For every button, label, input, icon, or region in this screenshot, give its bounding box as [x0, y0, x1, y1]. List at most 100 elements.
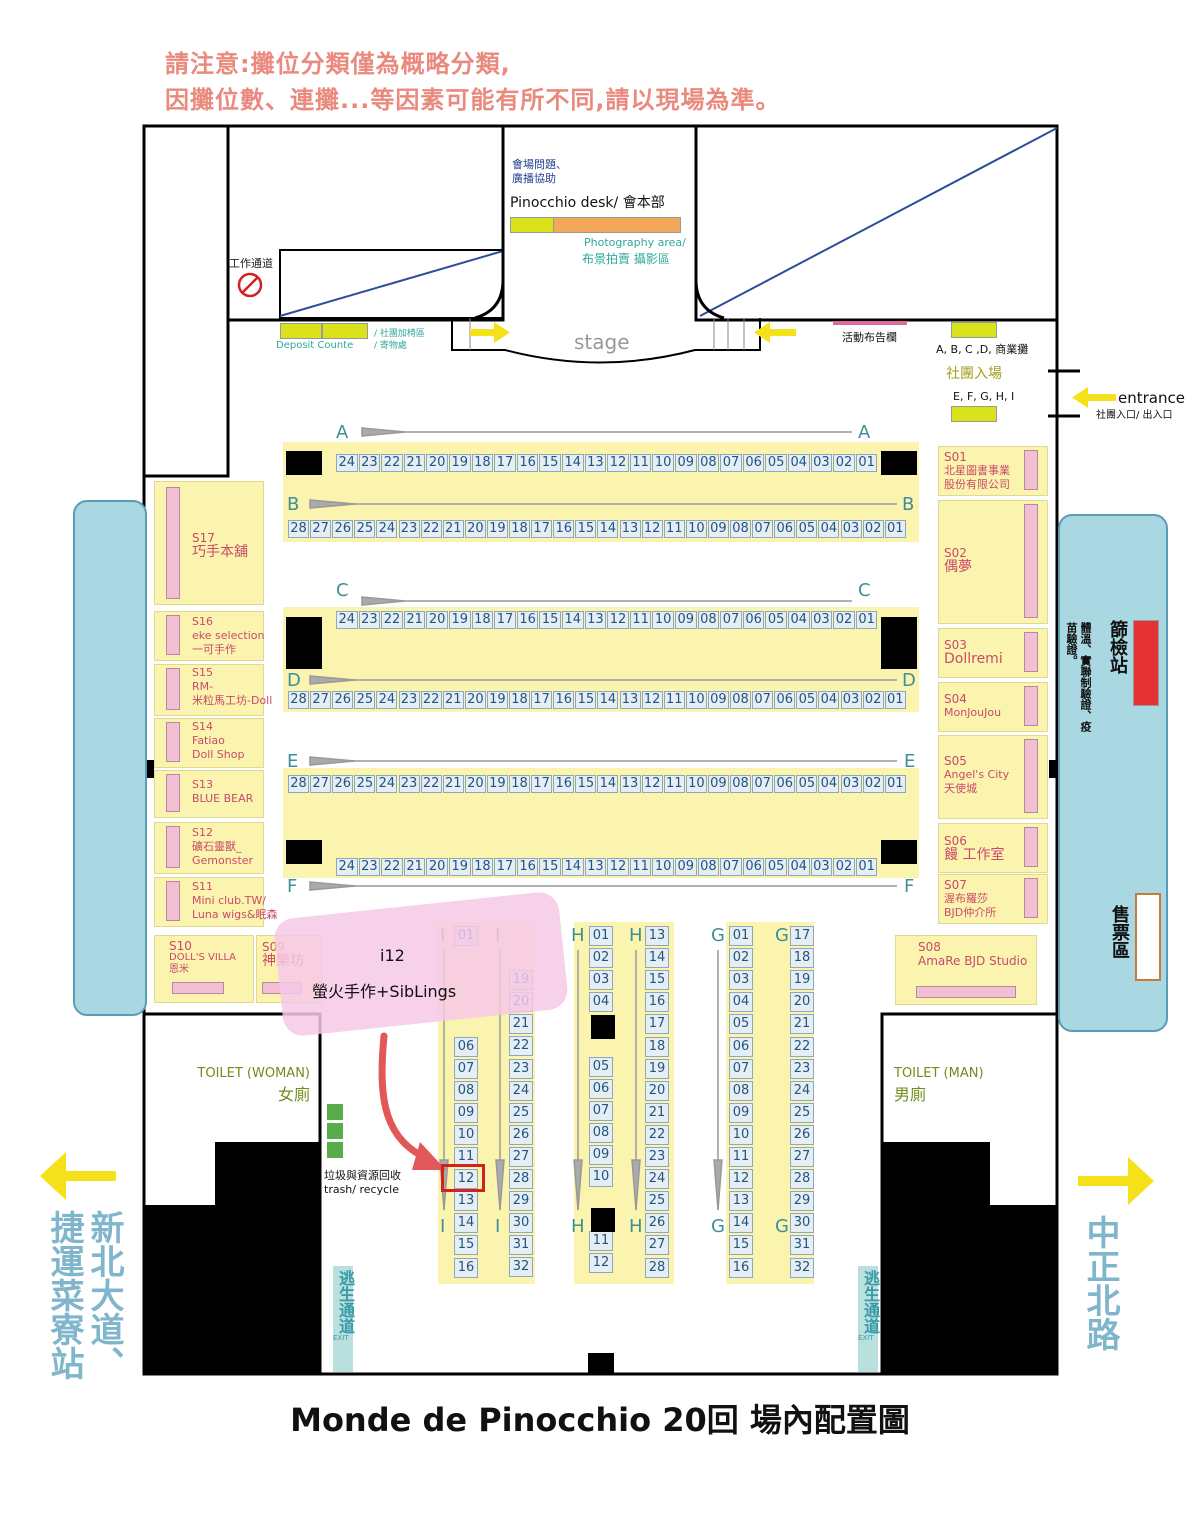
- booth-i16[interactable]: 16: [454, 1257, 478, 1278]
- booth-c17[interactable]: 17: [494, 611, 516, 629]
- booth-b20[interactable]: 20: [464, 520, 486, 538]
- booth-g13[interactable]: 13: [729, 1191, 753, 1212]
- booth-b15[interactable]: 15: [575, 520, 597, 538]
- booth-f04[interactable]: 04: [788, 858, 810, 876]
- booth-c13[interactable]: 13: [584, 611, 607, 629]
- booth-b07[interactable]: 07: [752, 520, 774, 538]
- booth-i06[interactable]: 06: [454, 1036, 478, 1057]
- booth-d20[interactable]: 20: [464, 691, 486, 709]
- booth-g15[interactable]: 15: [729, 1235, 753, 1256]
- booth-f01[interactable]: 01: [855, 858, 878, 876]
- booth-c16[interactable]: 16: [516, 611, 539, 629]
- booth-a18[interactable]: 18: [471, 454, 494, 472]
- booth-b14[interactable]: 14: [597, 520, 619, 538]
- booth-c06[interactable]: 06: [742, 611, 765, 629]
- booth-b09[interactable]: 09: [707, 520, 729, 538]
- booth-d10[interactable]: 10: [685, 691, 707, 709]
- booth-b24[interactable]: 24: [376, 520, 398, 538]
- booth-i29[interactable]: 29: [509, 1191, 533, 1212]
- booth-d28[interactable]: 28: [288, 691, 310, 709]
- booth-a05[interactable]: 05: [765, 454, 787, 472]
- booth-g06[interactable]: 06: [729, 1036, 753, 1057]
- booth-e27[interactable]: 27: [310, 775, 332, 793]
- booth-d27[interactable]: 27: [310, 691, 332, 709]
- booth-c23[interactable]: 23: [358, 611, 381, 629]
- booth-e28[interactable]: 28: [288, 775, 310, 793]
- booth-a21[interactable]: 21: [403, 454, 426, 472]
- booth-a01[interactable]: 01: [855, 454, 878, 472]
- booth-g11[interactable]: 11: [729, 1147, 753, 1168]
- booth-b19[interactable]: 19: [486, 520, 508, 538]
- booth-g12[interactable]: 12: [729, 1169, 753, 1190]
- booth-a19[interactable]: 19: [449, 454, 471, 472]
- booth-b02[interactable]: 02: [862, 520, 884, 538]
- booth-g30[interactable]: 30: [790, 1213, 814, 1234]
- booth-d05[interactable]: 05: [796, 691, 818, 709]
- booth-d24[interactable]: 24: [376, 691, 398, 709]
- booth-c19[interactable]: 19: [449, 611, 471, 629]
- booth-d09[interactable]: 09: [707, 691, 729, 709]
- booth-d06[interactable]: 06: [774, 691, 796, 709]
- booth-h06[interactable]: 06: [589, 1079, 613, 1099]
- booth-a23[interactable]: 23: [358, 454, 381, 472]
- booth-g18[interactable]: 18: [790, 948, 814, 969]
- booth-i31[interactable]: 31: [509, 1235, 533, 1256]
- booth-c12[interactable]: 12: [607, 611, 629, 629]
- booth-g16[interactable]: 16: [729, 1257, 753, 1278]
- booth-a10[interactable]: 10: [652, 454, 674, 472]
- booth-b16[interactable]: 16: [553, 520, 575, 538]
- booth-i10[interactable]: 10: [454, 1124, 478, 1145]
- booth-e02[interactable]: 02: [862, 775, 884, 793]
- booth-e01[interactable]: 01: [884, 775, 906, 793]
- booth-e11[interactable]: 11: [663, 775, 685, 793]
- booth-d14[interactable]: 14: [597, 691, 619, 709]
- booth-e25[interactable]: 25: [354, 775, 376, 793]
- booth-d17[interactable]: 17: [531, 691, 553, 709]
- booth-c04[interactable]: 04: [788, 611, 810, 629]
- booth-c11[interactable]: 11: [629, 611, 652, 629]
- booth-f15[interactable]: 15: [539, 858, 561, 876]
- booth-f19[interactable]: 19: [449, 858, 471, 876]
- booth-f03[interactable]: 03: [810, 858, 833, 876]
- booth-f06[interactable]: 06: [742, 858, 765, 876]
- booth-d11[interactable]: 11: [663, 691, 685, 709]
- booth-h11[interactable]: 11: [589, 1231, 613, 1251]
- booth-a12[interactable]: 12: [607, 454, 629, 472]
- booth-h18[interactable]: 18: [645, 1036, 669, 1057]
- booth-c21[interactable]: 21: [403, 611, 426, 629]
- booth-h01[interactable]: 01: [589, 926, 613, 946]
- booth-c24[interactable]: 24: [336, 611, 358, 629]
- booth-c18[interactable]: 18: [471, 611, 494, 629]
- booth-a09[interactable]: 09: [675, 454, 697, 472]
- booth-d04[interactable]: 04: [818, 691, 840, 709]
- booth-b27[interactable]: 27: [310, 520, 332, 538]
- booth-e03[interactable]: 03: [840, 775, 862, 793]
- booth-c03[interactable]: 03: [810, 611, 833, 629]
- booth-h25[interactable]: 25: [645, 1191, 669, 1212]
- booth-i09[interactable]: 09: [454, 1102, 478, 1123]
- booth-c20[interactable]: 20: [426, 611, 448, 629]
- booth-h09[interactable]: 09: [589, 1145, 613, 1165]
- booth-g31[interactable]: 31: [790, 1235, 814, 1256]
- booth-a24[interactable]: 24: [336, 454, 358, 472]
- booth-h21[interactable]: 21: [645, 1102, 669, 1123]
- booth-c05[interactable]: 05: [765, 611, 787, 629]
- booth-g29[interactable]: 29: [790, 1191, 814, 1212]
- booth-d03[interactable]: 03: [840, 691, 862, 709]
- booth-f07[interactable]: 07: [720, 858, 742, 876]
- booth-b22[interactable]: 22: [420, 520, 442, 538]
- booth-f18[interactable]: 18: [471, 858, 494, 876]
- booth-g08[interactable]: 08: [729, 1080, 753, 1101]
- booth-i13[interactable]: 13: [454, 1191, 478, 1212]
- booth-e14[interactable]: 14: [597, 775, 619, 793]
- booth-f16[interactable]: 16: [516, 858, 539, 876]
- booth-h17[interactable]: 17: [645, 1014, 669, 1035]
- booth-i28[interactable]: 28: [509, 1169, 533, 1190]
- booth-h14[interactable]: 14: [645, 948, 669, 969]
- booth-g26[interactable]: 26: [790, 1124, 814, 1145]
- booth-d19[interactable]: 19: [486, 691, 508, 709]
- booth-b11[interactable]: 11: [663, 520, 685, 538]
- booth-g17[interactable]: 17: [790, 926, 814, 947]
- booth-i11[interactable]: 11: [454, 1147, 478, 1168]
- booth-i23[interactable]: 23: [509, 1058, 533, 1079]
